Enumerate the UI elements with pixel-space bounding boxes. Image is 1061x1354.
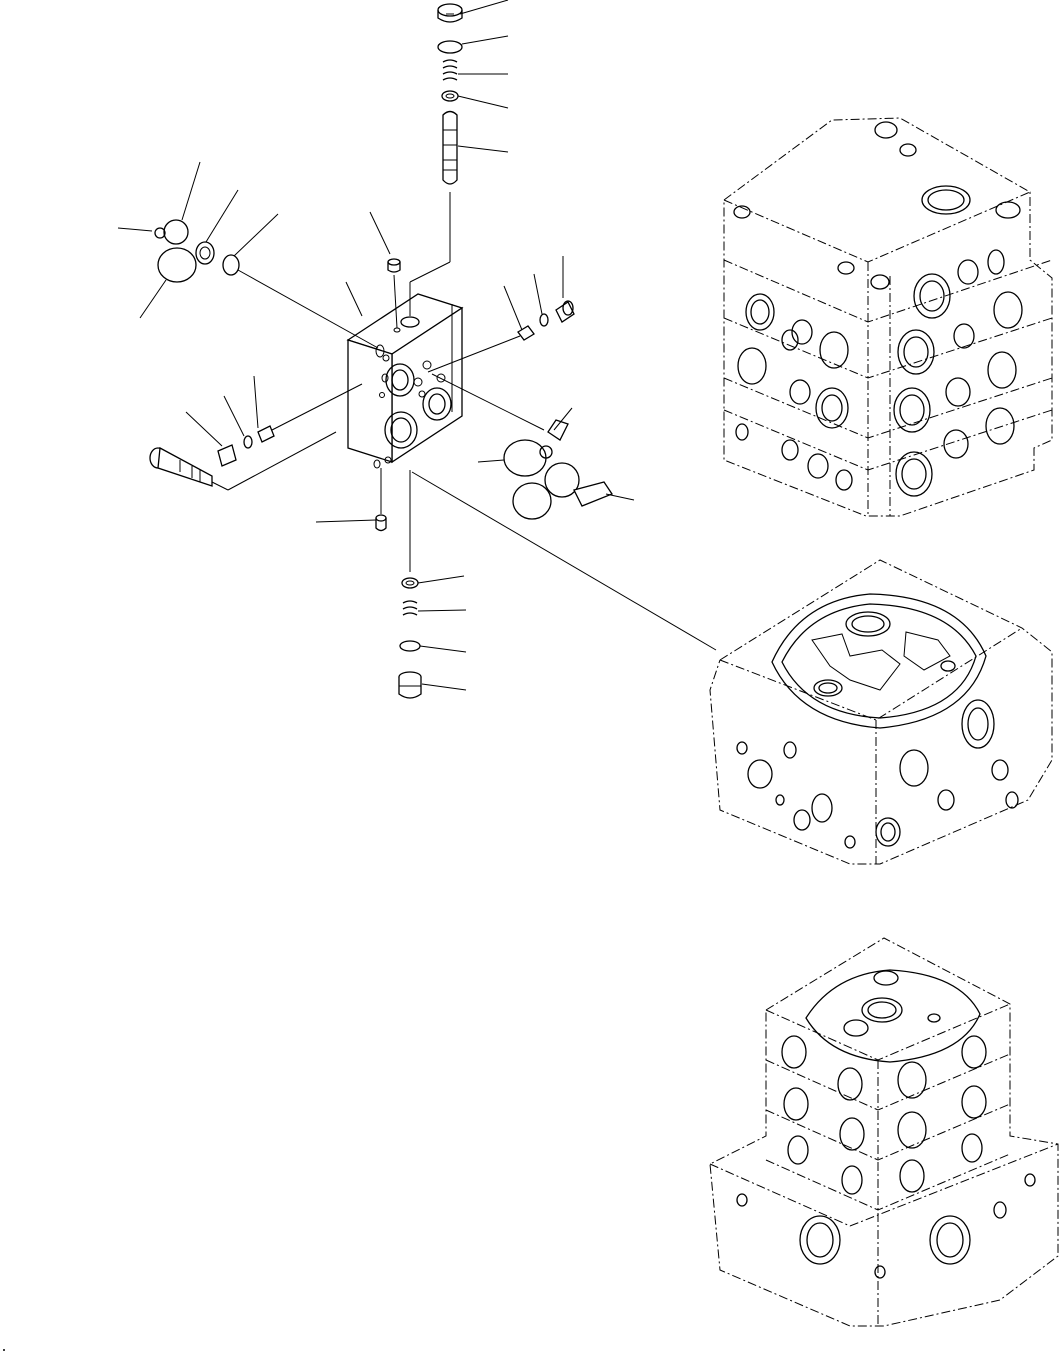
top-port-plug <box>387 258 401 329</box>
valve-section-body <box>346 293 464 469</box>
left-seal-group <box>154 219 379 349</box>
left-side-plugs <box>217 383 363 467</box>
valve-stack-top <box>723 117 1053 517</box>
lower-plug-assembly <box>398 470 422 699</box>
valve-stack-bottom <box>709 937 1059 1327</box>
corner-mark <box>3 1349 5 1351</box>
valve-body-middle <box>709 559 1053 865</box>
callout-leaders <box>117 0 635 691</box>
assembly-leader <box>411 471 717 651</box>
bottom-plug <box>375 468 387 532</box>
tie-bolt <box>149 431 337 491</box>
right-o-ring-group <box>431 373 613 520</box>
upper-plug-assembly <box>409 3 463 316</box>
right-port-plugs <box>427 300 575 373</box>
